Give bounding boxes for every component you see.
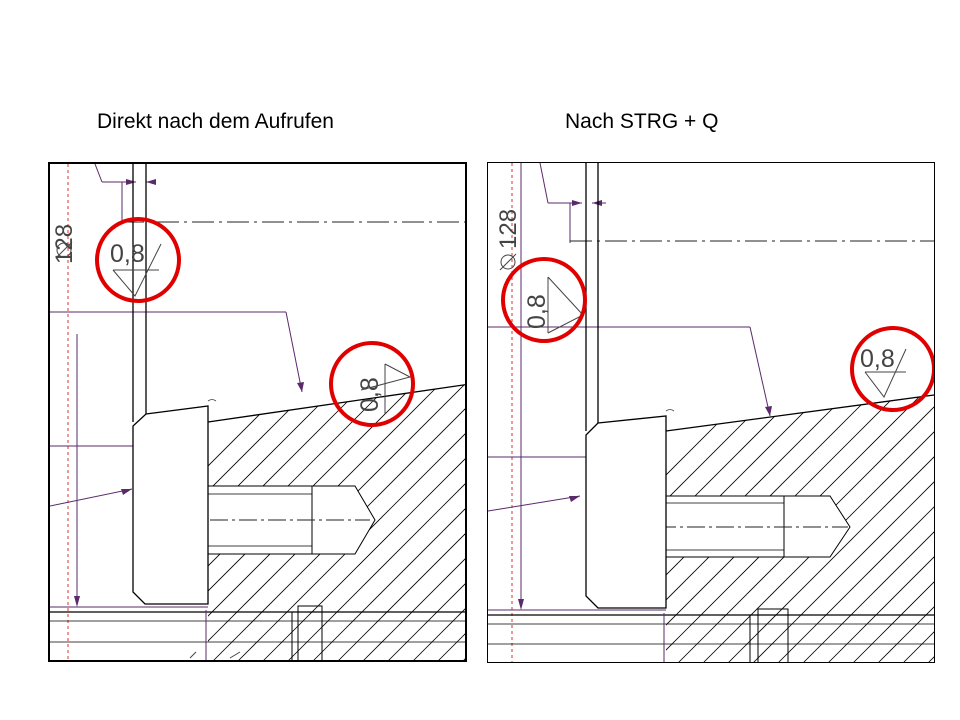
diameter-symbol-icon	[56, 242, 72, 258]
drawing-left: 128 0,8 0,8	[50, 164, 465, 660]
surface-finish-symbol-icon	[864, 348, 907, 398]
highlight-circle-right-1	[501, 257, 587, 343]
caption-right: Nach STRG + Q	[565, 110, 719, 133]
drawing-panel-right: 128 0,8 0,8	[487, 162, 935, 663]
drawing-right: 128 0,8 0,8	[488, 163, 934, 662]
surface-finish-symbol-icon	[360, 363, 412, 414]
diameter-symbol-icon	[500, 254, 516, 270]
roughness-label-left-1: 0,8	[110, 240, 145, 268]
highlight-circle-left-2	[329, 341, 415, 427]
roughness-label-left-2: 0,8	[356, 377, 384, 412]
diameter-dimension-left: 128	[51, 224, 78, 264]
drawing-panel-left: 128 0,8 0,8	[48, 162, 467, 662]
highlight-circle-left-1	[95, 217, 181, 303]
diameter-dimension-right: 128	[495, 209, 522, 249]
surface-finish-symbol-icon	[112, 243, 162, 297]
highlight-circle-right-2	[850, 326, 934, 412]
roughness-label-right-2: 0,8	[860, 345, 895, 373]
caption-left: Direkt nach dem Aufrufen	[97, 110, 334, 133]
roughness-label-right-1: 0,8	[523, 294, 551, 329]
